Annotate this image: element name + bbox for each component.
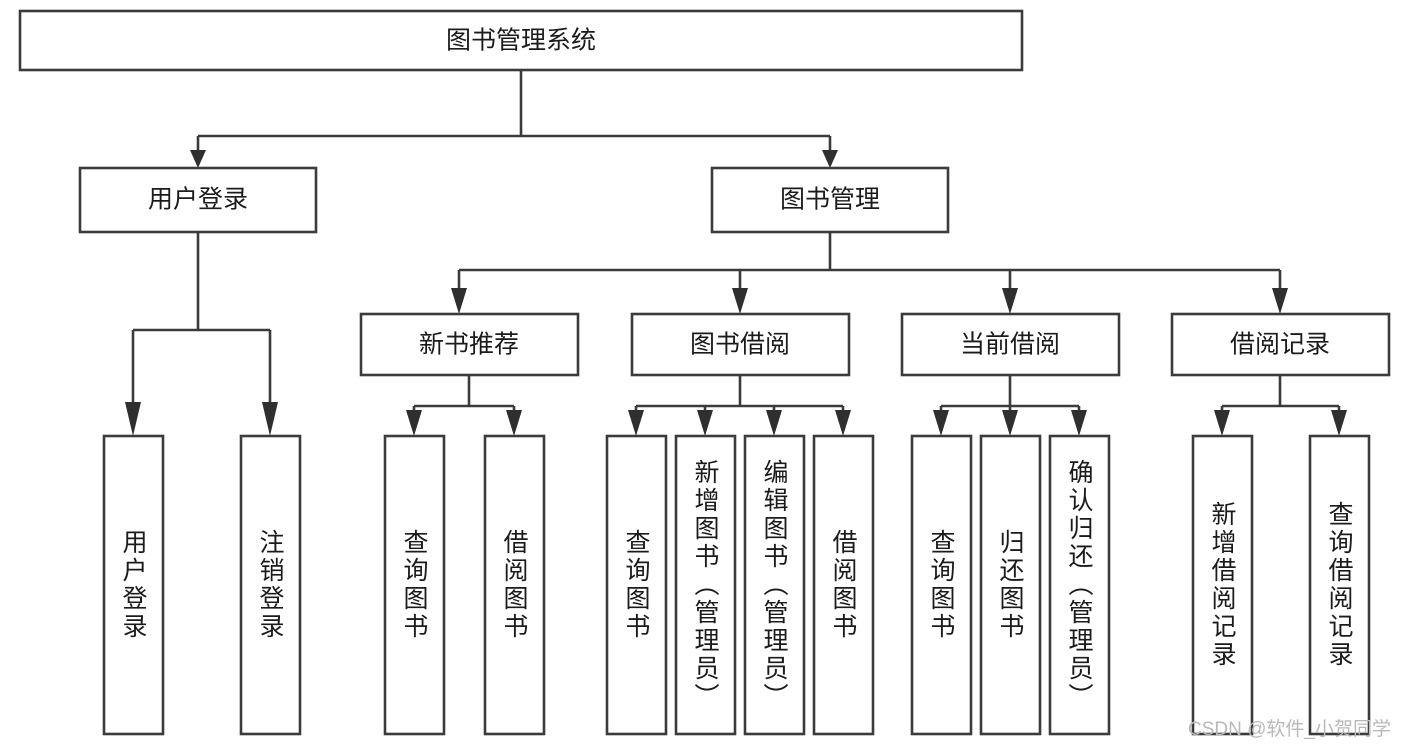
node-leaf-query-book-2-box[interactable] bbox=[605, 434, 668, 736]
node-leaf-borrow-book-2[interactable]: 借阅图书 bbox=[812, 434, 875, 736]
node-root-box[interactable] bbox=[18, 9, 1024, 72]
node-leaf-user-login-box[interactable] bbox=[102, 434, 165, 736]
node-leaf-logout-label: 注销登录 bbox=[256, 529, 285, 641]
arrow-head-new-book-recommend bbox=[451, 288, 467, 314]
node-leaf-edit-book-label: 编辑图书（管理员） bbox=[760, 459, 789, 711]
node-leaf-query-book-1-label: 查询图书 bbox=[400, 529, 429, 641]
node-leaf-borrow-book-2-box[interactable] bbox=[812, 434, 875, 736]
node-leaf-query-book-1-box[interactable] bbox=[383, 434, 446, 736]
node-leaf-add-record-label: 新增借阅记录 bbox=[1208, 501, 1237, 669]
node-root-label: 图书管理系统 bbox=[446, 27, 596, 55]
node-leaf-confirm-return-box[interactable] bbox=[1048, 434, 1111, 736]
node-user-login-label: 用户登录 bbox=[148, 186, 248, 214]
node-leaf-edit-book[interactable]: 编辑图书（管理员） bbox=[743, 434, 806, 736]
node-leaf-query-book-1[interactable]: 查询图书 bbox=[383, 434, 446, 736]
arrow-head-user-login bbox=[190, 150, 206, 168]
node-new-book-recommend-box[interactable] bbox=[359, 312, 580, 377]
node-leaf-add-book-box[interactable] bbox=[674, 434, 737, 736]
node-book-management-label: 图书管理 bbox=[780, 186, 880, 214]
arrow-head-leaf-borrow-book-1 bbox=[506, 410, 522, 436]
node-leaf-logout-box[interactable] bbox=[239, 434, 302, 736]
node-user-login[interactable]: 用户登录 bbox=[78, 166, 318, 234]
arrow-head-leaf-add-record bbox=[1214, 410, 1230, 436]
node-leaf-confirm-return-label: 确认归还（管理员） bbox=[1065, 459, 1094, 711]
node-current-borrow-box[interactable] bbox=[900, 312, 1121, 377]
node-leaf-query-book-2[interactable]: 查询图书 bbox=[605, 434, 668, 736]
node-leaf-add-record[interactable]: 新增借阅记录 bbox=[1191, 434, 1254, 736]
node-leaf-query-record-box[interactable] bbox=[1308, 434, 1371, 736]
node-leaf-return-book[interactable]: 归还图书 bbox=[979, 434, 1042, 736]
node-book-borrow[interactable]: 图书借阅 bbox=[630, 312, 851, 377]
node-leaf-user-login[interactable]: 用户登录 bbox=[102, 434, 165, 736]
node-current-borrow[interactable]: 当前借阅 bbox=[900, 312, 1121, 377]
node-root[interactable]: 图书管理系统 bbox=[18, 9, 1024, 72]
node-book-management[interactable]: 图书管理 bbox=[710, 166, 950, 234]
arrow-head-leaf-confirm-return bbox=[1071, 410, 1087, 436]
arrow-head-leaf-query-book-1 bbox=[406, 410, 422, 436]
arrow-head-leaf-query-book-2 bbox=[628, 410, 644, 436]
node-leaf-add-record-box[interactable] bbox=[1191, 434, 1254, 736]
node-leaf-query-record-label: 查询借阅记录 bbox=[1325, 501, 1354, 669]
node-leaf-borrow-book-1[interactable]: 借阅图书 bbox=[483, 434, 546, 736]
node-borrow-record-box[interactable] bbox=[1170, 312, 1391, 377]
node-new-book-recommend[interactable]: 新书推荐 bbox=[359, 312, 580, 377]
arrow-head-leaf-user-login bbox=[125, 402, 141, 436]
arrow-head-leaf-borrow-book-2 bbox=[835, 410, 851, 436]
arrow-head-current-borrow bbox=[1002, 288, 1018, 314]
node-leaf-return-book-label: 归还图书 bbox=[996, 529, 1025, 641]
node-current-borrow-label: 当前借阅 bbox=[960, 331, 1060, 359]
node-leaf-logout[interactable]: 注销登录 bbox=[239, 434, 302, 736]
node-leaf-borrow-book-1-box[interactable] bbox=[483, 434, 546, 736]
arrow-head-book-management bbox=[822, 150, 838, 168]
node-borrow-record-label: 借阅记录 bbox=[1230, 331, 1330, 359]
node-leaf-query-record[interactable]: 查询借阅记录 bbox=[1308, 434, 1371, 736]
node-user-login-box[interactable] bbox=[78, 166, 318, 234]
node-leaf-borrow-book-1-label: 借阅图书 bbox=[500, 529, 529, 641]
connector-layer bbox=[125, 70, 1347, 436]
node-leaf-query-book-3[interactable]: 查询图书 bbox=[910, 434, 973, 736]
arrow-head-leaf-add-book bbox=[697, 410, 713, 436]
node-book-borrow-label: 图书借阅 bbox=[690, 331, 790, 359]
node-leaf-add-book-label: 新增图书（管理员） bbox=[691, 459, 720, 711]
arrow-head-leaf-query-record bbox=[1331, 410, 1347, 436]
node-leaf-add-book[interactable]: 新增图书（管理员） bbox=[674, 434, 737, 736]
arrow-head-leaf-logout bbox=[262, 402, 278, 436]
node-leaf-user-login-label: 用户登录 bbox=[119, 529, 148, 641]
node-leaf-return-book-box[interactable] bbox=[979, 434, 1042, 736]
node-book-borrow-box[interactable] bbox=[630, 312, 851, 377]
node-leaf-query-book-3-label: 查询图书 bbox=[927, 529, 956, 641]
arrow-head-book-borrow bbox=[732, 288, 748, 314]
node-leaf-query-book-2-label: 查询图书 bbox=[622, 529, 651, 641]
arrow-head-borrow-record bbox=[1272, 288, 1288, 314]
arrow-head-leaf-edit-book bbox=[766, 410, 782, 436]
node-leaf-borrow-book-2-label: 借阅图书 bbox=[829, 529, 858, 641]
arrow-head-leaf-query-book-3 bbox=[933, 410, 949, 436]
node-leaf-query-book-3-box[interactable] bbox=[910, 434, 973, 736]
node-borrow-record[interactable]: 借阅记录 bbox=[1170, 312, 1391, 377]
node-book-management-box[interactable] bbox=[710, 166, 950, 234]
arrow-head-leaf-return-book bbox=[1002, 410, 1018, 436]
node-new-book-recommend-label: 新书推荐 bbox=[419, 331, 519, 359]
node-leaf-edit-book-box[interactable] bbox=[743, 434, 806, 736]
node-leaf-confirm-return[interactable]: 确认归还（管理员） bbox=[1048, 434, 1111, 736]
